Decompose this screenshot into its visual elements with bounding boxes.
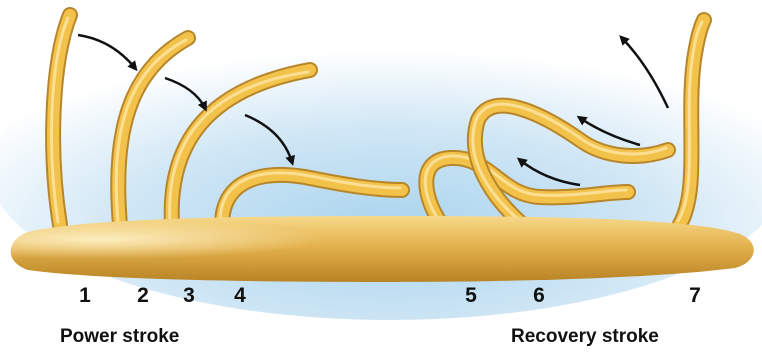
stage-number-5: 5 bbox=[456, 284, 486, 308]
stage-number-6: 6 bbox=[524, 284, 554, 308]
stage-number-7: 7 bbox=[680, 284, 710, 308]
stage-number-1: 1 bbox=[70, 284, 100, 308]
stage-number-4: 4 bbox=[225, 284, 255, 308]
stage-number-2: 2 bbox=[128, 284, 158, 308]
cell-body bbox=[11, 216, 754, 282]
recovery-stroke-caption: Recovery stroke bbox=[511, 326, 659, 348]
power-stroke-caption: Power stroke bbox=[60, 326, 179, 348]
stage-number-3: 3 bbox=[174, 284, 204, 308]
